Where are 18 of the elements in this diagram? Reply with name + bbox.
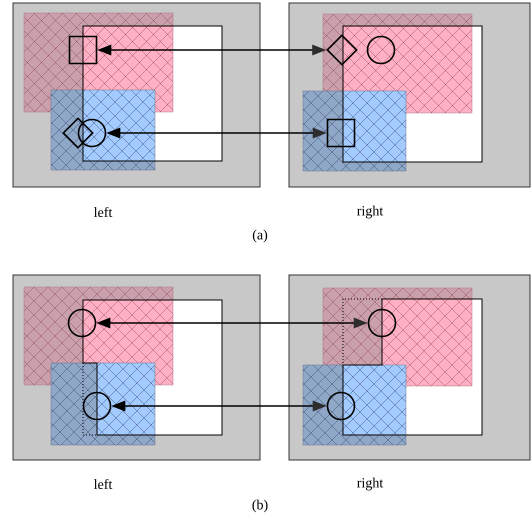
circle-marker: [78, 118, 106, 148]
caption-label: right: [357, 478, 384, 490]
caption-label: right: [357, 206, 384, 218]
circle-marker: [326, 392, 356, 420]
circle-marker: [82, 392, 112, 420]
caption-label: (a): [252, 230, 268, 242]
caption-label: (b): [252, 500, 268, 512]
square-marker: [326, 118, 356, 148]
circle-marker: [68, 308, 96, 338]
caption-label: left: [94, 207, 112, 217]
double-arrow: [97, 44, 326, 56]
circle-marker: [368, 308, 396, 338]
double-arrow: [96, 318, 368, 328]
caption-label: left: [94, 478, 112, 489]
double-arrow: [111, 400, 327, 412]
circle-marker: [366, 36, 396, 64]
square-marker: [68, 36, 98, 64]
double-arrow: [106, 128, 327, 138]
